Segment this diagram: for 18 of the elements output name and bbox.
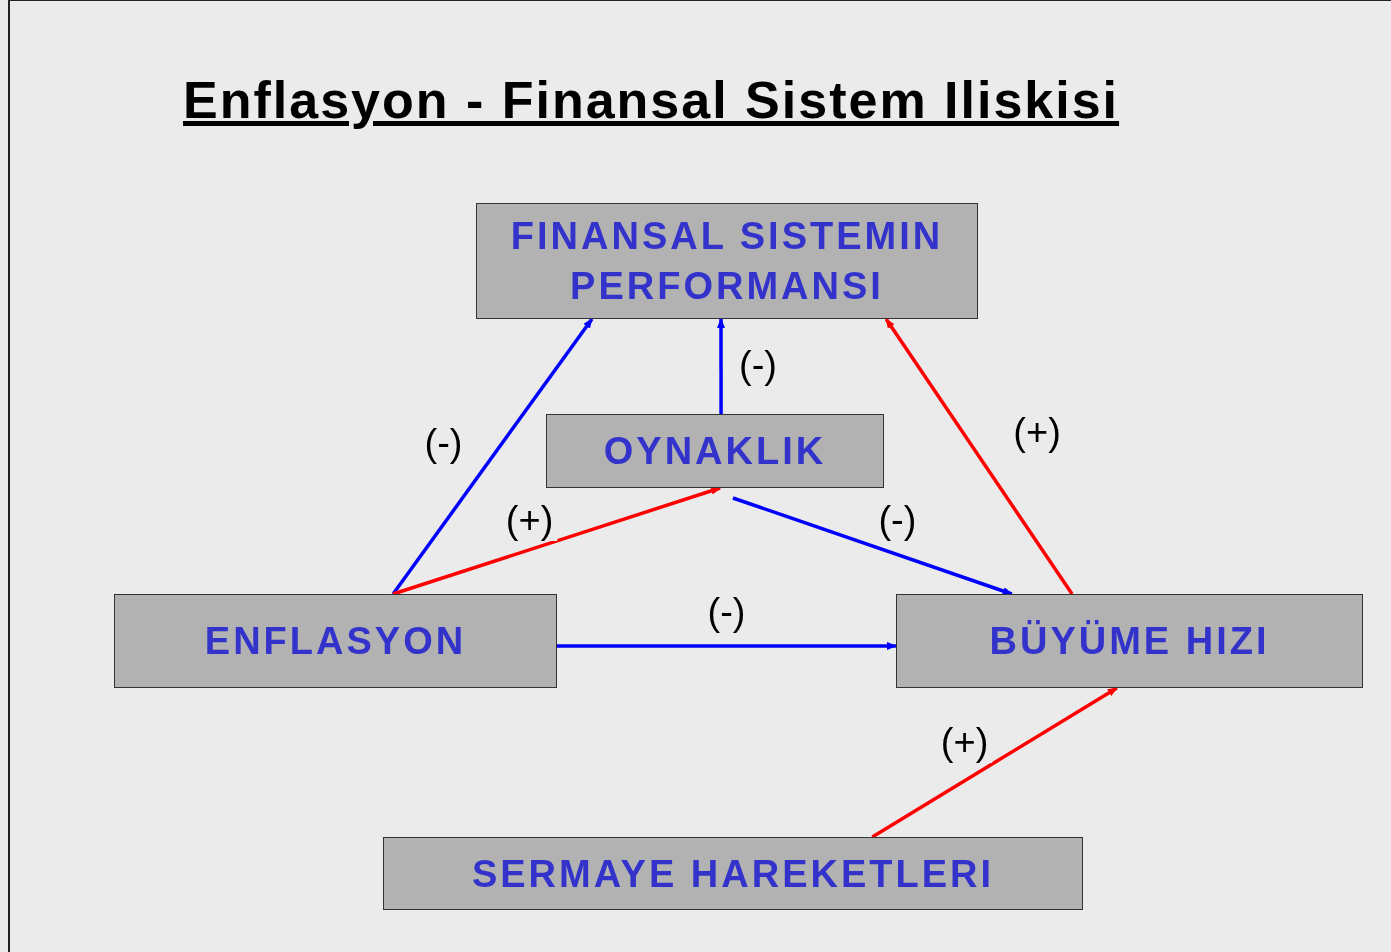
arrow (392, 486, 721, 596)
arrow (871, 686, 1118, 839)
concept-box (383, 837, 1083, 910)
box-label: OYNAKLIK (603, 429, 827, 474)
arrow (557, 642, 897, 650)
box-label: FINANSAL SISTEMIN PERFORMANSI (509, 214, 945, 309)
box-label: SERMAYE HAREKETLERI (471, 851, 995, 897)
box-label: BÜYÜME HIZI (989, 619, 1270, 664)
concept-box (476, 203, 978, 319)
arrow (732, 496, 1013, 596)
title: Enflasyon - Finansal Sistem Iliskisi (183, 70, 1120, 131)
box-label: ENFLASYON (204, 619, 467, 664)
arrow (717, 318, 725, 414)
concept-box (896, 594, 1363, 688)
concept-box (546, 414, 884, 488)
concept-box (114, 594, 557, 688)
arrow (391, 317, 594, 596)
arrow (884, 318, 1074, 595)
